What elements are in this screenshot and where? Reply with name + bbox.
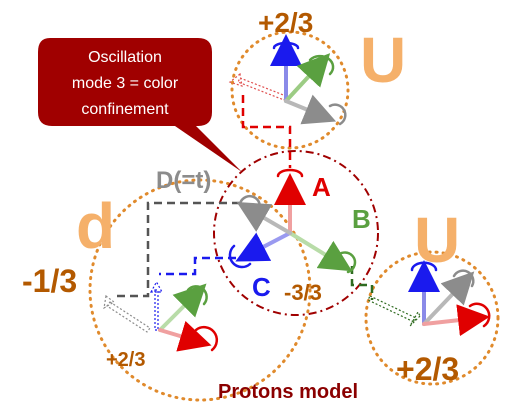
left-hollow-arrow-gray [103,294,151,333]
blue-connector [159,256,236,276]
gray-connector [112,201,240,298]
callout-line-1: Oscillation [88,49,162,66]
left-hollow-arrow-blue [149,280,164,331]
left-sub-charge-label: +2/3 [106,349,145,371]
color-confinement-circle [213,150,379,316]
top-quark-circle [230,30,350,150]
left-quark-letter: d [76,190,115,262]
d-alias-label: D(=t) [156,167,211,194]
top-quark-letter: U [360,24,406,96]
callout-line-2: mode 3 = color [72,75,179,92]
right-quark-letter: U [414,204,460,276]
callout-bubble: Oscillation mode 3 = color confinement [38,38,242,172]
protons-model-label: Protons model [218,381,358,403]
right-hollow-arrow [367,295,421,327]
right-quark-circle [364,250,500,386]
top-charge-label: +2/3 [258,7,313,38]
color-A-label: A [312,172,331,202]
left-charge-label: -1/3 [22,263,77,299]
callout-line-3: confinement [81,101,169,118]
top-hollow-arrow [228,72,287,101]
right-charge-label: +2/3 [396,351,459,387]
left-quark-circle [88,178,312,402]
center-vectors [228,168,357,274]
right-quark-vectors [408,260,491,337]
center-charge-label: -3/3 [284,280,322,305]
left-quark-vectors [158,283,219,352]
color-B-label: B [352,204,371,234]
green-connector [350,266,374,300]
top-quark-vectors [270,34,347,126]
top-red-connector [241,95,292,168]
color-C-label: C [252,272,271,302]
